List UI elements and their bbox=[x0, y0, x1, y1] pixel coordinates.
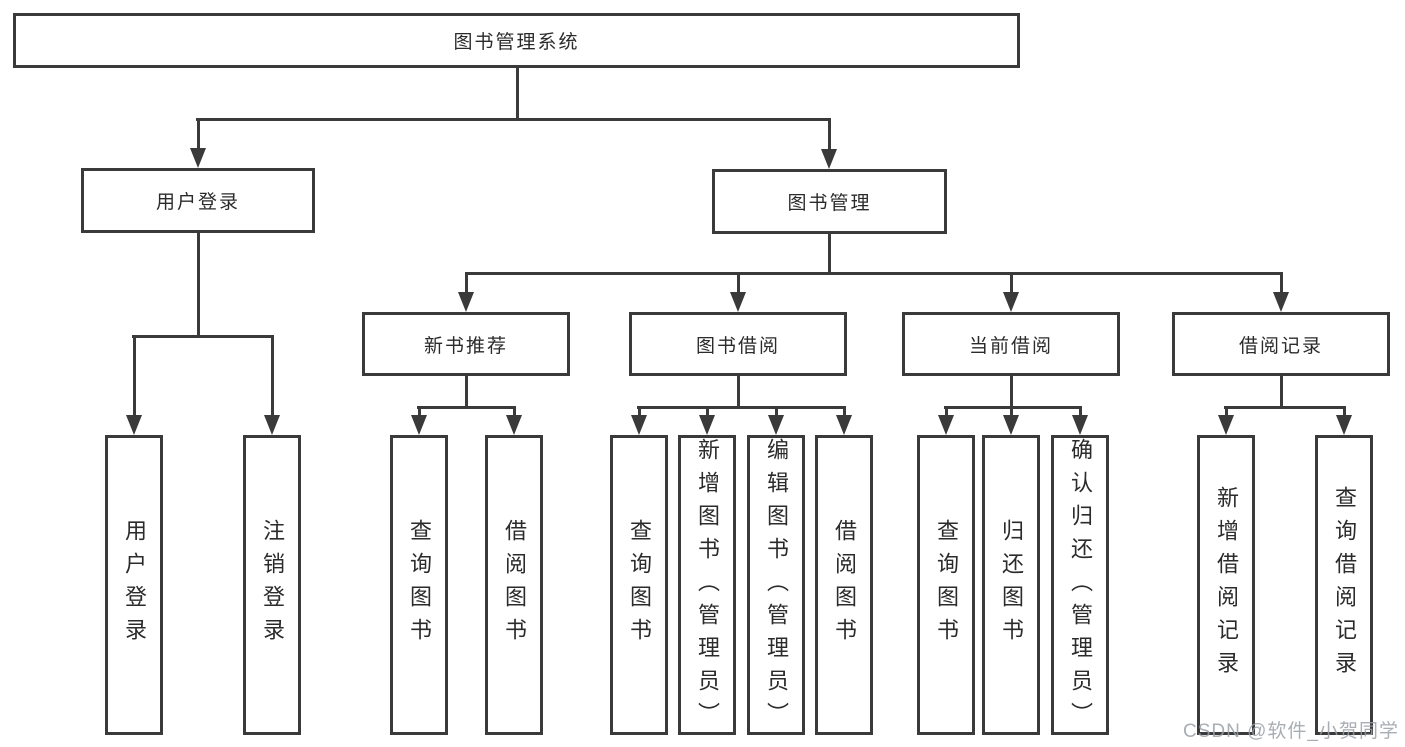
arrow-to-book-borrow-icon bbox=[730, 272, 746, 312]
connector-root-stem bbox=[515, 68, 519, 121]
node-book-management: 图书管理 bbox=[712, 169, 947, 234]
leaf-confirm-return-admin: 确认归还（管理员） bbox=[1051, 435, 1109, 735]
leaf-add-book-admin: 新增图书（管理员） bbox=[678, 435, 736, 735]
connector-user-login-rail bbox=[132, 335, 274, 338]
connector-borrow-record-rail bbox=[1224, 406, 1346, 409]
arrow-to-book-management-icon bbox=[821, 118, 837, 169]
node-current-borrow: 当前借阅 bbox=[902, 312, 1120, 376]
node-new-book-recommend: 新书推荐 bbox=[362, 312, 570, 376]
leaf-logout-login: 注销登录 bbox=[243, 435, 301, 735]
arrow-to-leaf-borrow-book-1-icon bbox=[506, 406, 522, 435]
connector-borrow-record-stem bbox=[1279, 376, 1283, 409]
connector-new-book-rail bbox=[417, 406, 516, 409]
leaf-user-login: 用户登录 bbox=[105, 435, 163, 735]
arrow-to-leaf-borrow-book-2-icon bbox=[836, 406, 852, 435]
leaf-query-borrow-record: 查询借阅记录 bbox=[1315, 435, 1373, 735]
arrow-to-leaf-query-book-1-icon bbox=[411, 406, 427, 435]
connector-new-book-stem bbox=[464, 376, 468, 409]
connector-book-borrow-rail bbox=[637, 406, 846, 409]
leaf-query-book-2: 查询图书 bbox=[610, 435, 668, 735]
arrow-to-leaf-logout-icon bbox=[264, 335, 280, 435]
leaf-return-book: 归还图书 bbox=[982, 435, 1040, 735]
leaf-borrow-book-1: 借阅图书 bbox=[485, 435, 543, 735]
arrow-to-leaf-query-record-icon bbox=[1336, 406, 1352, 435]
arrow-to-new-book-recommend-icon bbox=[458, 272, 474, 312]
arrow-to-leaf-return-book-icon bbox=[1003, 406, 1019, 435]
leaf-borrow-book-2: 借阅图书 bbox=[815, 435, 873, 735]
connector-level2-rail bbox=[196, 118, 831, 121]
arrow-to-leaf-query-book-2-icon bbox=[631, 406, 647, 435]
connector-book-borrow-stem bbox=[736, 376, 740, 409]
node-borrow-record: 借阅记录 bbox=[1172, 312, 1390, 376]
arrow-to-leaf-confirm-return-icon bbox=[1072, 406, 1088, 435]
connector-current-borrow-rail bbox=[944, 406, 1082, 409]
connector-current-borrow-stem bbox=[1009, 376, 1013, 409]
arrow-to-borrow-record-icon bbox=[1273, 272, 1289, 312]
node-book-borrow: 图书借阅 bbox=[629, 312, 847, 376]
node-library-management-system: 图书管理系统 bbox=[13, 13, 1020, 68]
arrow-to-user-login-icon bbox=[190, 118, 206, 168]
arrow-to-leaf-add-record-icon bbox=[1218, 406, 1234, 435]
node-user-login: 用户登录 bbox=[81, 168, 315, 233]
leaf-edit-book-admin: 编辑图书（管理员） bbox=[747, 435, 805, 735]
connector-level3-rail bbox=[465, 272, 1283, 275]
csdn-watermark: CSDN @软件_小贺同学 bbox=[1183, 721, 1399, 742]
arrow-to-leaf-query-book-3-icon bbox=[938, 406, 954, 435]
arrow-to-leaf-add-book-icon bbox=[699, 406, 715, 435]
arrow-to-leaf-user-login-icon bbox=[126, 335, 142, 435]
connector-book-management-stem bbox=[827, 233, 831, 275]
leaf-query-book-1: 查询图书 bbox=[390, 435, 448, 735]
leaf-query-book-3: 查询图书 bbox=[917, 435, 975, 735]
connector-user-login-stem bbox=[196, 232, 200, 338]
arrow-to-leaf-edit-book-icon bbox=[768, 406, 784, 435]
leaf-add-borrow-record: 新增借阅记录 bbox=[1197, 435, 1255, 735]
arrow-to-current-borrow-icon bbox=[1003, 272, 1019, 312]
